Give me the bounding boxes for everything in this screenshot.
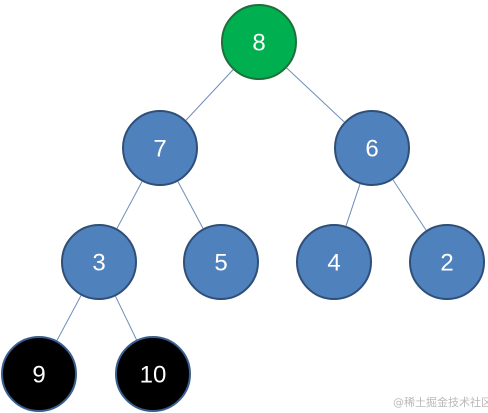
- node-circle: [334, 110, 410, 186]
- node-label: 9: [32, 362, 45, 389]
- tree-node-8: 8: [221, 4, 297, 80]
- watermark-text: @稀土掘金技术社区: [393, 396, 488, 409]
- node-circle: [409, 224, 485, 300]
- tree-node-3: 3: [61, 224, 137, 300]
- tree-node-5: 5: [183, 224, 259, 300]
- node-label: 5: [214, 250, 227, 277]
- tree-nodes: 8 7 6 3 5 4 2 9 10: [1, 4, 485, 412]
- node-circle: [183, 224, 259, 300]
- node-label: 8: [252, 30, 265, 57]
- node-label: 10: [140, 362, 167, 389]
- edge-n6-n2: [392, 179, 427, 231]
- edge-n8-n6: [286, 67, 345, 123]
- node-circle: [115, 336, 191, 412]
- node-label: 2: [440, 250, 453, 277]
- tree-node-4: 4: [296, 224, 372, 300]
- edge-n6-n4: [345, 183, 361, 227]
- edge-n7-n3: [116, 181, 143, 229]
- tree-node-2: 2: [409, 224, 485, 300]
- node-circle: [296, 224, 372, 300]
- node-circle: [61, 224, 137, 300]
- edge-n3-n10: [115, 296, 137, 340]
- node-label: 6: [365, 136, 378, 163]
- edge-n7-n5: [177, 181, 204, 229]
- tree-node-6: 6: [334, 110, 410, 186]
- tree-node-10: 10: [115, 336, 191, 412]
- edge-n8-n7: [185, 69, 234, 121]
- tree-node-9: 9: [1, 336, 77, 412]
- node-label: 3: [92, 250, 105, 277]
- node-circle: [221, 4, 297, 80]
- tree-edges: [56, 67, 427, 341]
- node-label: 7: [153, 136, 166, 163]
- node-circle: [122, 110, 198, 186]
- node-circle: [1, 336, 77, 412]
- tree-node-7: 7: [122, 110, 198, 186]
- edge-n3-n9: [56, 295, 82, 341]
- node-label: 4: [327, 250, 340, 277]
